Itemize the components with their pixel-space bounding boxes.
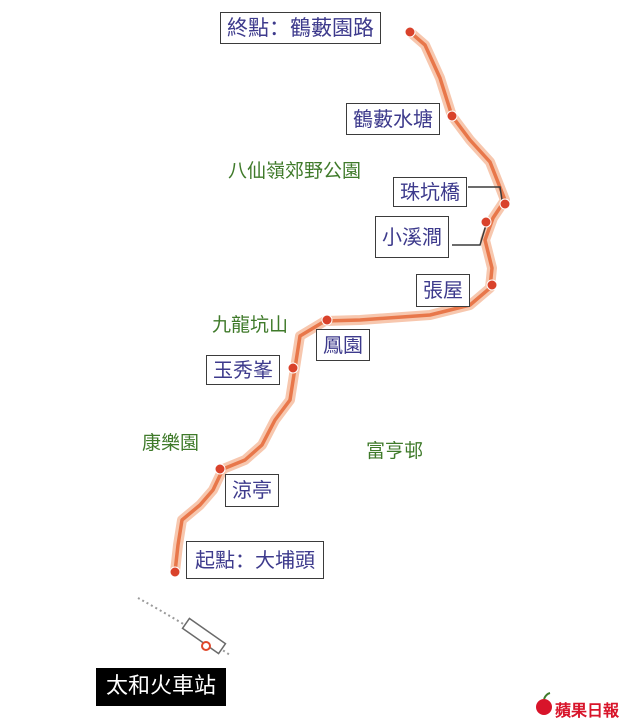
stop-point-pavilion xyxy=(214,463,226,475)
station-platform xyxy=(181,617,227,655)
area-label-kau-lung-hang-shan: 九龍坑山 xyxy=(212,314,289,336)
stop-label-zhukeng-bridge: 珠坑橋 xyxy=(393,177,467,207)
stop-point-zhukeng-bridge xyxy=(499,198,511,210)
stop-point-stream xyxy=(480,216,492,228)
stop-label-fungyuen: 鳳園 xyxy=(316,329,370,361)
area-label-pat-sin-leng: 八仙嶺郊野公園 xyxy=(228,160,362,182)
station-marker-icon xyxy=(201,641,211,651)
stop-point-zhangwu xyxy=(486,279,498,291)
area-label-fu-heng-estate: 富亨邨 xyxy=(366,440,424,462)
stop-point-yuksaufung xyxy=(287,362,299,374)
railway-line xyxy=(137,597,231,656)
stop-label-yuksaufung: 玉秀峯 xyxy=(206,355,280,385)
start-label: 起點：大埔頭 xyxy=(186,541,324,579)
station-label: 太和火車站 xyxy=(96,668,227,706)
leader-line-xiaoxi xyxy=(452,224,487,246)
apple-logo-icon xyxy=(536,692,552,715)
end-label: 終點：鶴藪園路 xyxy=(220,12,381,44)
credit-label: 蘋果日報 xyxy=(555,701,620,720)
stop-point-hokyau-reservoir xyxy=(446,110,458,122)
stop-point-fungyuen xyxy=(321,314,333,326)
leader-line-zhukeng xyxy=(468,186,503,201)
stop-label-pavilion: 涼亭 xyxy=(225,474,279,507)
stop-label-zhangwu: 張屋 xyxy=(416,274,470,307)
trail-line xyxy=(173,30,507,574)
stop-point-end xyxy=(404,26,416,38)
stop-label-hokyau-reservoir: 鶴藪水塘 xyxy=(346,103,440,135)
stop-point-start xyxy=(169,566,181,578)
area-label-hong-lok-yuen: 康樂園 xyxy=(142,432,200,454)
stop-label-stream: 小溪澗 xyxy=(375,216,449,258)
